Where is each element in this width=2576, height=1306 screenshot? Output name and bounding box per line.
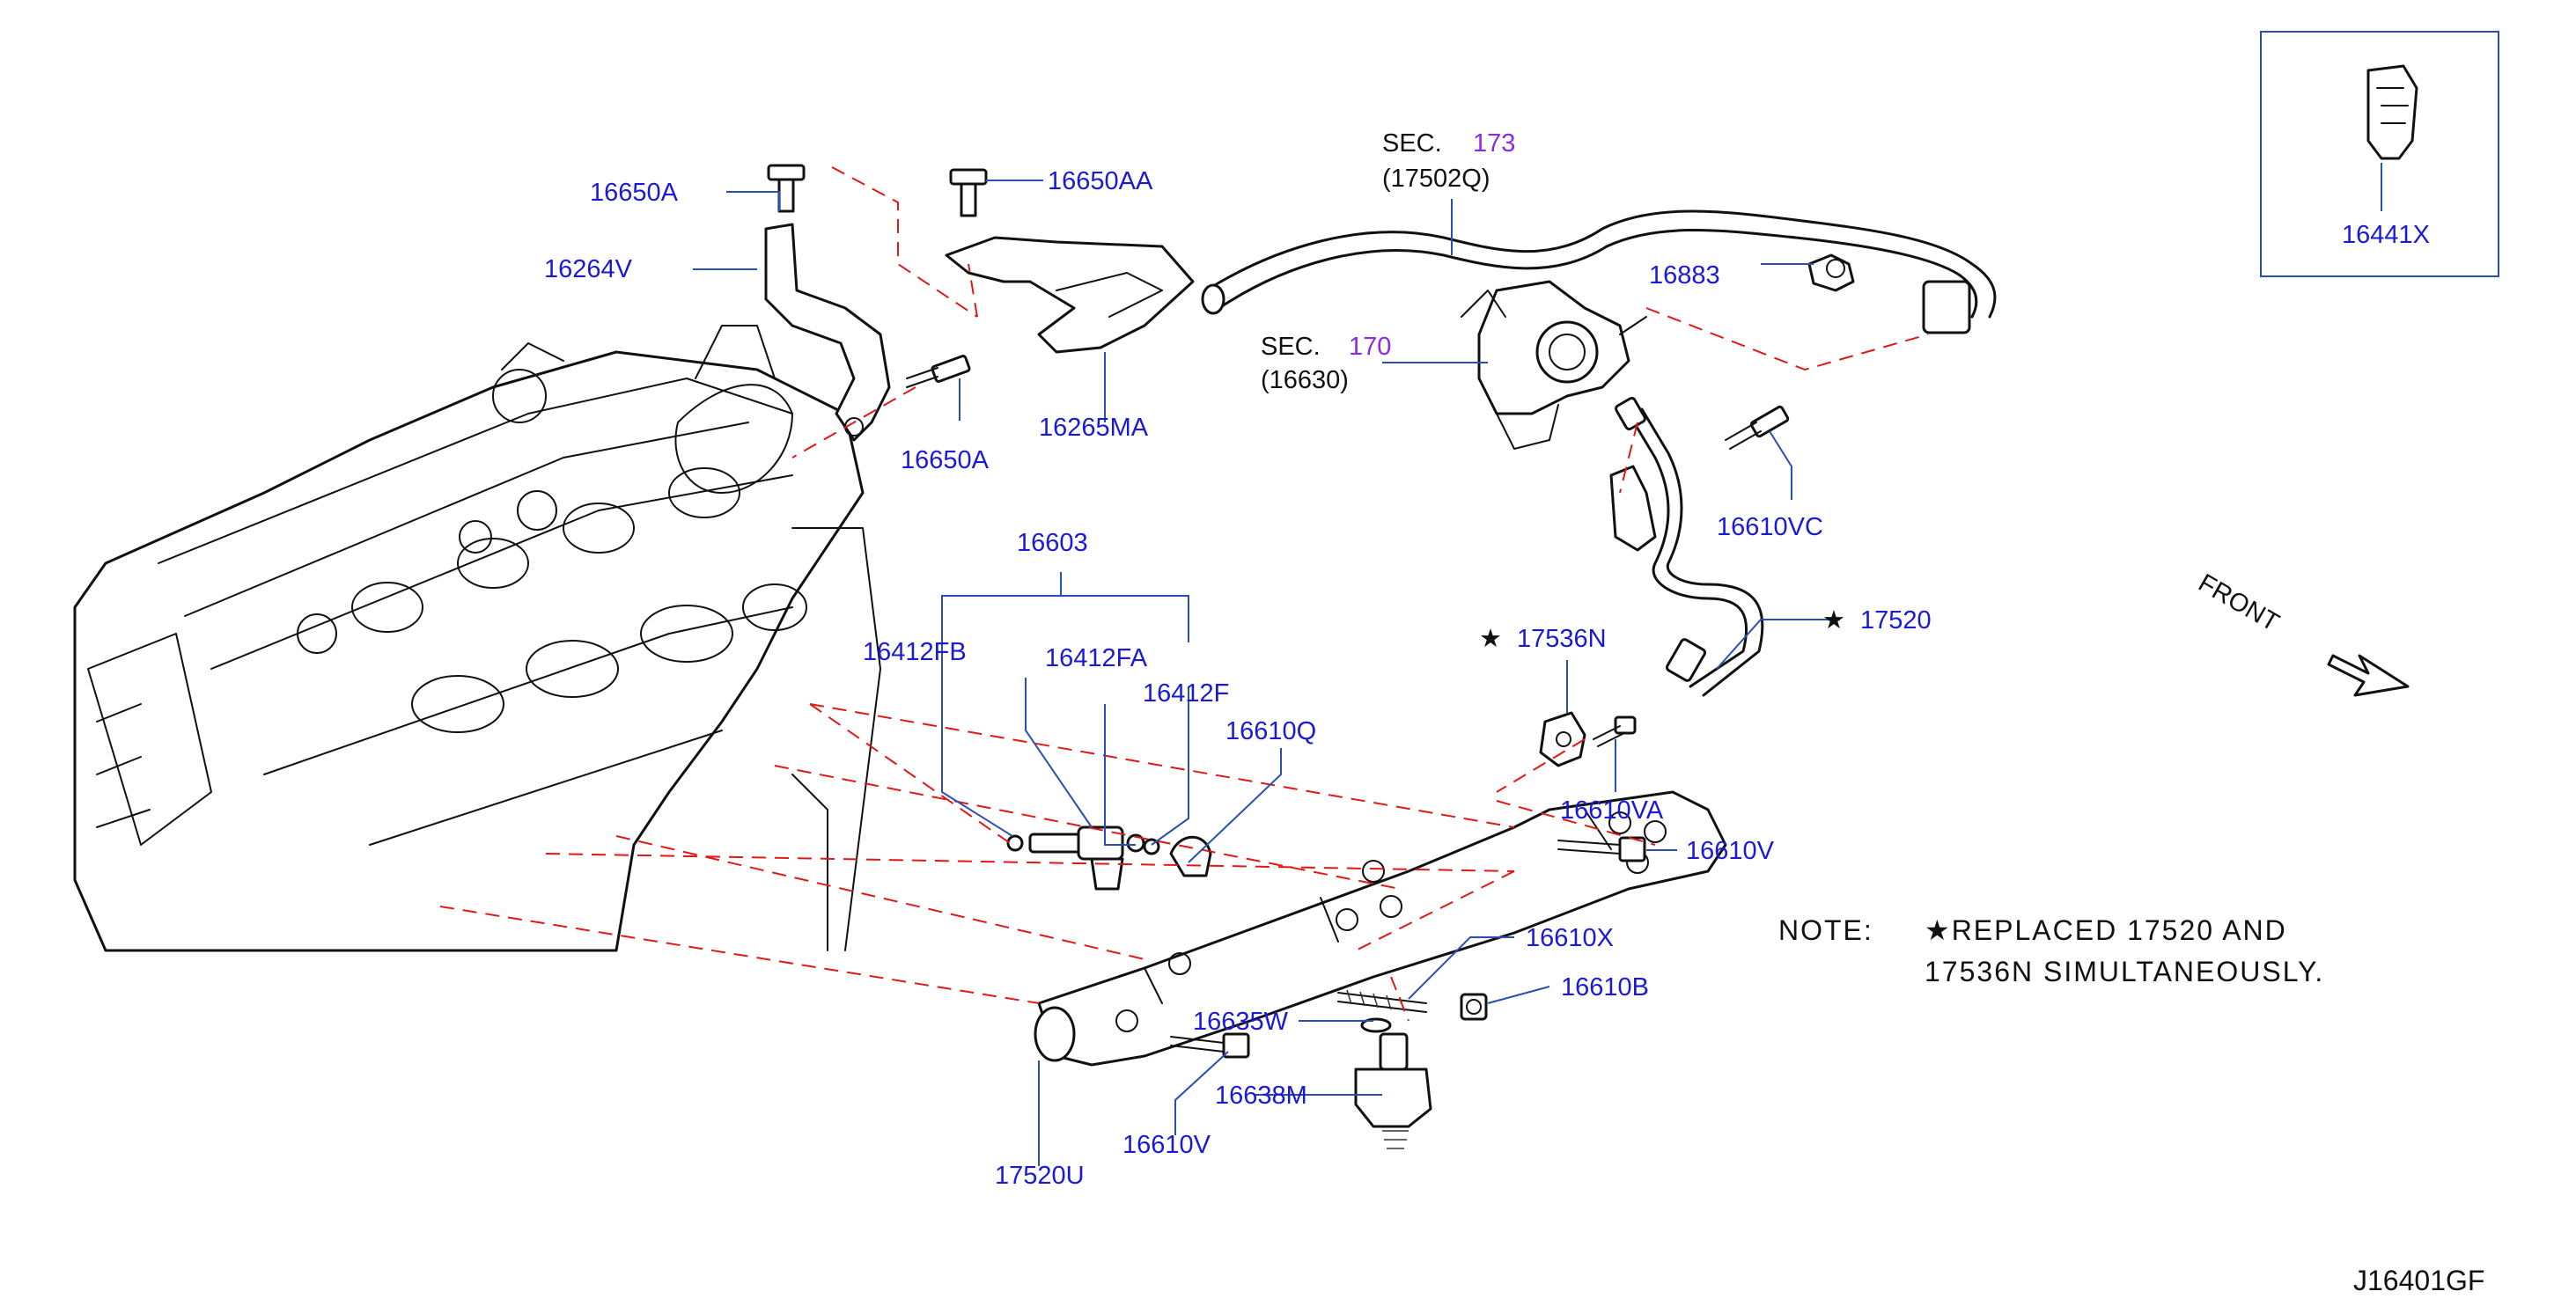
oring-16635w <box>1360 1017 1392 1033</box>
bolt-16610va <box>1593 715 1637 747</box>
label-16650aa: 16650AA <box>1048 167 1153 195</box>
bolt-16610v-bottom <box>1170 1032 1250 1059</box>
clip-16610q <box>1169 835 1212 877</box>
label-16635w: 16635W <box>1193 1008 1289 1036</box>
leader-lines <box>693 180 2387 1166</box>
clip-16883 <box>1807 253 1855 292</box>
engine-head-drawing <box>73 325 881 952</box>
label-sec-173: SEC. <box>1382 129 1442 158</box>
label-16603: 16603 <box>1017 529 1088 557</box>
stud-16610x <box>1337 989 1427 1013</box>
label-16412fb: 16412FB <box>863 638 967 666</box>
label-sec-170-number: 170 <box>1349 333 1391 361</box>
front-indicator: FRONT <box>2194 569 2410 697</box>
fuel-rail-17520u <box>1034 790 1727 1067</box>
sensor-17536n <box>1539 711 1586 767</box>
bolt-16610vc <box>1725 405 1790 450</box>
note-block: NOTE: ★REPLACED 17520 AND 17536N SIMULTA… <box>1778 914 2324 987</box>
fuel-feed-tube-17520 <box>1609 396 1764 697</box>
label-sec-170: SEC. <box>1261 333 1321 361</box>
note-line-1: ★REPLACED 17520 AND <box>1925 914 2287 946</box>
label-16610b: 16610B <box>1561 973 1649 1002</box>
diagram-id: J16401GF <box>2353 1265 2484 1296</box>
star-17536n: ★ <box>1479 625 1502 653</box>
label-16610q: 16610Q <box>1225 717 1316 745</box>
label-16412fa: 16412FA <box>1045 644 1148 672</box>
label-16265ma: 16265MA <box>1039 414 1149 442</box>
label-16264v: 16264V <box>544 255 633 283</box>
cover-16265ma <box>945 168 1195 354</box>
label-16610v-right: 16610V <box>1686 837 1775 865</box>
label-16638m: 16638M <box>1215 1082 1307 1110</box>
front-label: FRONT <box>2194 569 2285 637</box>
label-17502q: (17502Q) <box>1382 165 1490 193</box>
label-sec-173-number: 173 <box>1473 129 1515 158</box>
label-17520: 17520 <box>1860 606 1932 635</box>
fuel-pump-16630 <box>1461 280 1647 450</box>
bolt-16650a-mid <box>906 355 971 388</box>
label-16650a-top: 16650A <box>590 179 679 207</box>
label-16610vc: 16610VC <box>1717 513 1823 541</box>
bolt-16610v-right <box>1557 836 1646 862</box>
label-16650a-mid: 16650A <box>901 446 990 474</box>
label-17520u: 17520U <box>995 1162 1085 1190</box>
label-16610x: 16610X <box>1526 924 1614 952</box>
note-title: NOTE: <box>1778 914 1873 946</box>
fuel-hose-17502q <box>1201 209 1997 334</box>
sensor-16638m <box>1354 1032 1432 1149</box>
part-labels: 16650A 16650AA 16264V 16650A 16265MA SEC… <box>544 129 1932 1190</box>
label-16610va: 16610VA <box>1560 796 1664 825</box>
label-16441x: 16441X <box>2342 221 2430 249</box>
front-arrow-icon <box>2327 654 2410 697</box>
note-line-2: 17536N SIMULTANEOUSLY. <box>1925 956 2324 987</box>
label-16412f: 16412F <box>1143 679 1229 708</box>
star-17520: ★ <box>1822 606 1845 635</box>
nut-16610b <box>1460 993 1488 1021</box>
label-16610v-bottom: 16610V <box>1122 1131 1211 1159</box>
inset-16441x: 16441X <box>2260 31 2499 277</box>
phantom-lines <box>439 166 1929 1022</box>
label-16630: (16630) <box>1261 366 1349 394</box>
label-16883: 16883 <box>1649 261 1720 290</box>
injector-16603 <box>1006 825 1160 891</box>
label-17536n: 17536N <box>1517 625 1607 653</box>
bracket-16264v <box>764 164 891 442</box>
